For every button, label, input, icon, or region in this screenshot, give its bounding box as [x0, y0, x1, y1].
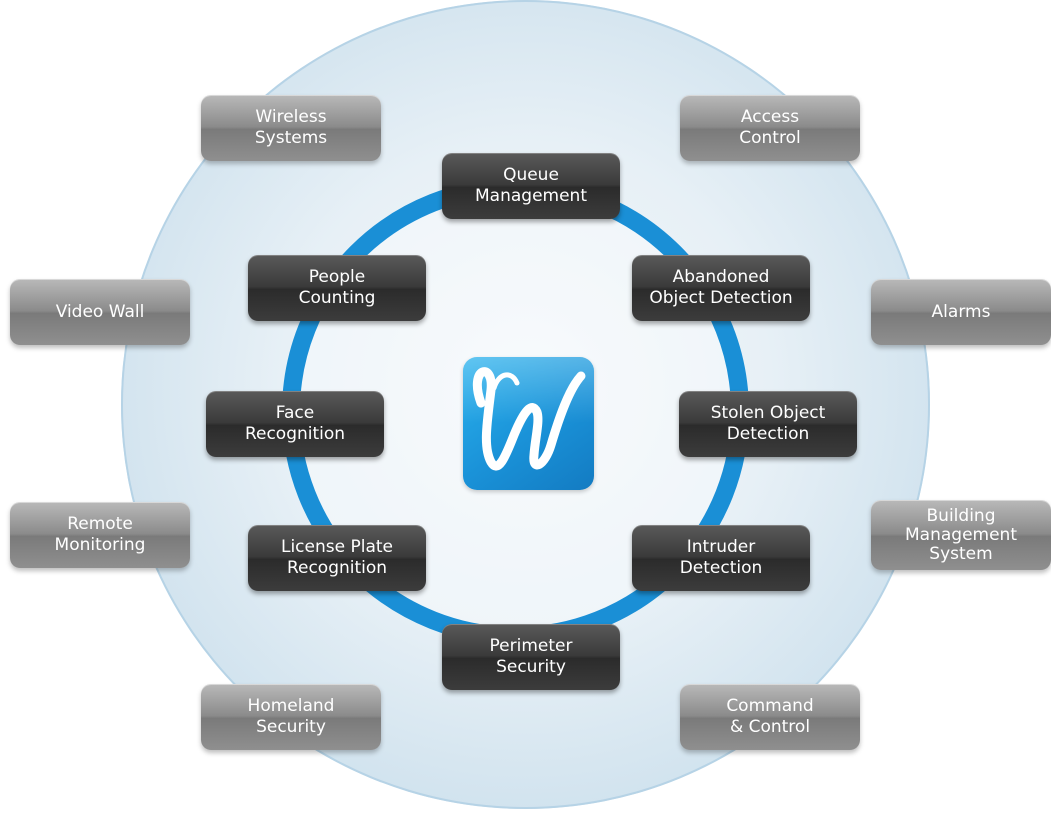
- remote-monitoring-label: Remote Monitoring: [54, 514, 146, 555]
- wireless-systems-label: Wireless Systems: [254, 107, 328, 148]
- stolen-object-detection-label: Stolen Object Detection: [710, 403, 826, 444]
- video-wall-label: Video Wall: [55, 301, 145, 322]
- intruder-detection-label: Intruder Detection: [679, 537, 763, 578]
- stylized-w-logo-icon: [463, 357, 594, 490]
- perimeter-security-box: Perimeter Security: [442, 624, 620, 690]
- building-management-system-label: Building Management System: [905, 505, 1017, 564]
- license-plate-recognition-label: License Plate Recognition: [280, 537, 393, 578]
- alarms-label: Alarms: [931, 301, 991, 322]
- intruder-detection-box: Intruder Detection: [632, 525, 810, 591]
- building-management-system-box: Building Management System: [871, 500, 1051, 570]
- abandoned-object-detection-label: Abandoned Object Detection: [649, 267, 793, 308]
- homeland-security-label: Homeland Security: [247, 696, 335, 737]
- people-counting-box: People Counting: [248, 255, 426, 321]
- face-recognition-label: Face Recognition: [244, 403, 346, 444]
- alarms-box: Alarms: [871, 279, 1051, 345]
- license-plate-recognition-box: License Plate Recognition: [248, 525, 426, 591]
- wireless-systems-box: Wireless Systems: [201, 95, 381, 161]
- command-control-box: Command & Control: [680, 684, 860, 750]
- remote-monitoring-box: Remote Monitoring: [10, 502, 190, 568]
- access-control-box: Access Control: [680, 95, 860, 161]
- queue-management-box: Queue Management: [442, 153, 620, 219]
- people-counting-label: People Counting: [298, 267, 376, 308]
- queue-management-label: Queue Management: [475, 165, 587, 206]
- access-control-label: Access Control: [739, 107, 801, 148]
- face-recognition-box: Face Recognition: [206, 391, 384, 457]
- homeland-security-box: Homeland Security: [201, 684, 381, 750]
- command-control-label: Command & Control: [726, 696, 814, 737]
- perimeter-security-label: Perimeter Security: [489, 636, 573, 677]
- video-wall-box: Video Wall: [10, 279, 190, 345]
- stolen-object-detection-box: Stolen Object Detection: [679, 391, 857, 457]
- abandoned-object-detection-box: Abandoned Object Detection: [632, 255, 810, 321]
